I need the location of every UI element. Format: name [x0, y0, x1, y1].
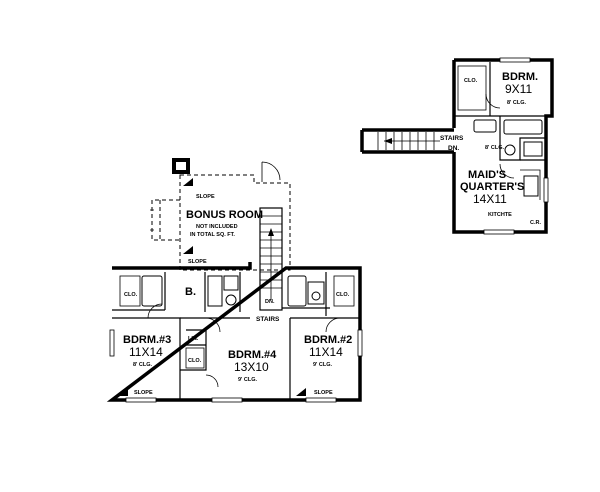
bdrm4-ceiling: 9' CLG. — [238, 377, 258, 383]
bonus-note-1: NOT INCLUDED — [196, 224, 238, 230]
linen-label: LIN. — [188, 336, 199, 342]
kitchette-label: KITCHTE — [488, 212, 512, 218]
bonus-room-label: BONUS ROOM — [186, 209, 263, 221]
stairs-label: STAIRS — [256, 316, 280, 323]
slope-label: SLOPE — [188, 259, 207, 265]
bonus-note-2: IN TOTAL SQ. FT. — [190, 232, 235, 238]
slope-arrow — [183, 246, 193, 254]
wing-stairs-dn: DN. — [448, 145, 459, 152]
closet-label: CLO. — [124, 292, 138, 298]
bonus-room — [150, 161, 291, 271]
bdrm4-name: BDRM.#4 — [228, 349, 277, 361]
slope-label: SLOPE — [196, 194, 215, 200]
bdrm4-size: 13X10 — [234, 360, 269, 374]
maids-quarters-name-2: QUARTER'S — [460, 181, 524, 193]
maid-bdrm-size: 9X11 — [505, 82, 532, 96]
slope-label: SLOPE — [314, 390, 333, 396]
main-floor-labels: SLOPE BONUS ROOM NOT INCLUDED IN TOTAL S… — [123, 194, 352, 396]
bdrm2-size: 11X14 — [309, 345, 343, 359]
maids-quarters-labels: CLO. BDRM. 9X11 8' CLG. STAIRS DN. 8' CL… — [440, 71, 541, 226]
cr-label: C.R. — [530, 220, 541, 226]
bath-label: B. — [185, 286, 196, 298]
main-floor-plan — [106, 158, 363, 403]
bdrm3-name: BDRM.#3 — [123, 334, 171, 346]
maids-quarters-size: 14X11 — [473, 192, 507, 206]
stair-dn-label: DN. — [265, 299, 275, 305]
closet-label: CLO. — [188, 358, 202, 364]
wing-closet-label: CLO. — [464, 78, 478, 84]
bdrm2-ceiling: 9' CLG. — [313, 362, 333, 368]
hall-ceiling: 8' CLG. — [485, 145, 505, 151]
closet-label: CLO. — [336, 292, 350, 298]
central-stair — [259, 207, 283, 311]
wing-stair — [377, 132, 440, 150]
bdrm3-ceiling: 8' CLG. — [133, 362, 153, 368]
maid-bdrm-ceiling: 8' CLG. — [507, 100, 527, 106]
maid-bdrm-name: BDRM. — [502, 71, 538, 83]
bdrm3-size: 11X14 — [129, 345, 163, 359]
maids-quarters-name-1: MAID'S — [468, 169, 506, 181]
slope-arrow — [183, 178, 193, 186]
maids-quarters-plan — [360, 57, 554, 235]
bdrm2-name: BDRM.#2 — [304, 334, 352, 346]
wing-stairs-label: STAIRS — [440, 135, 464, 142]
slope-label: SLOPE — [134, 390, 153, 396]
windows — [109, 329, 363, 403]
